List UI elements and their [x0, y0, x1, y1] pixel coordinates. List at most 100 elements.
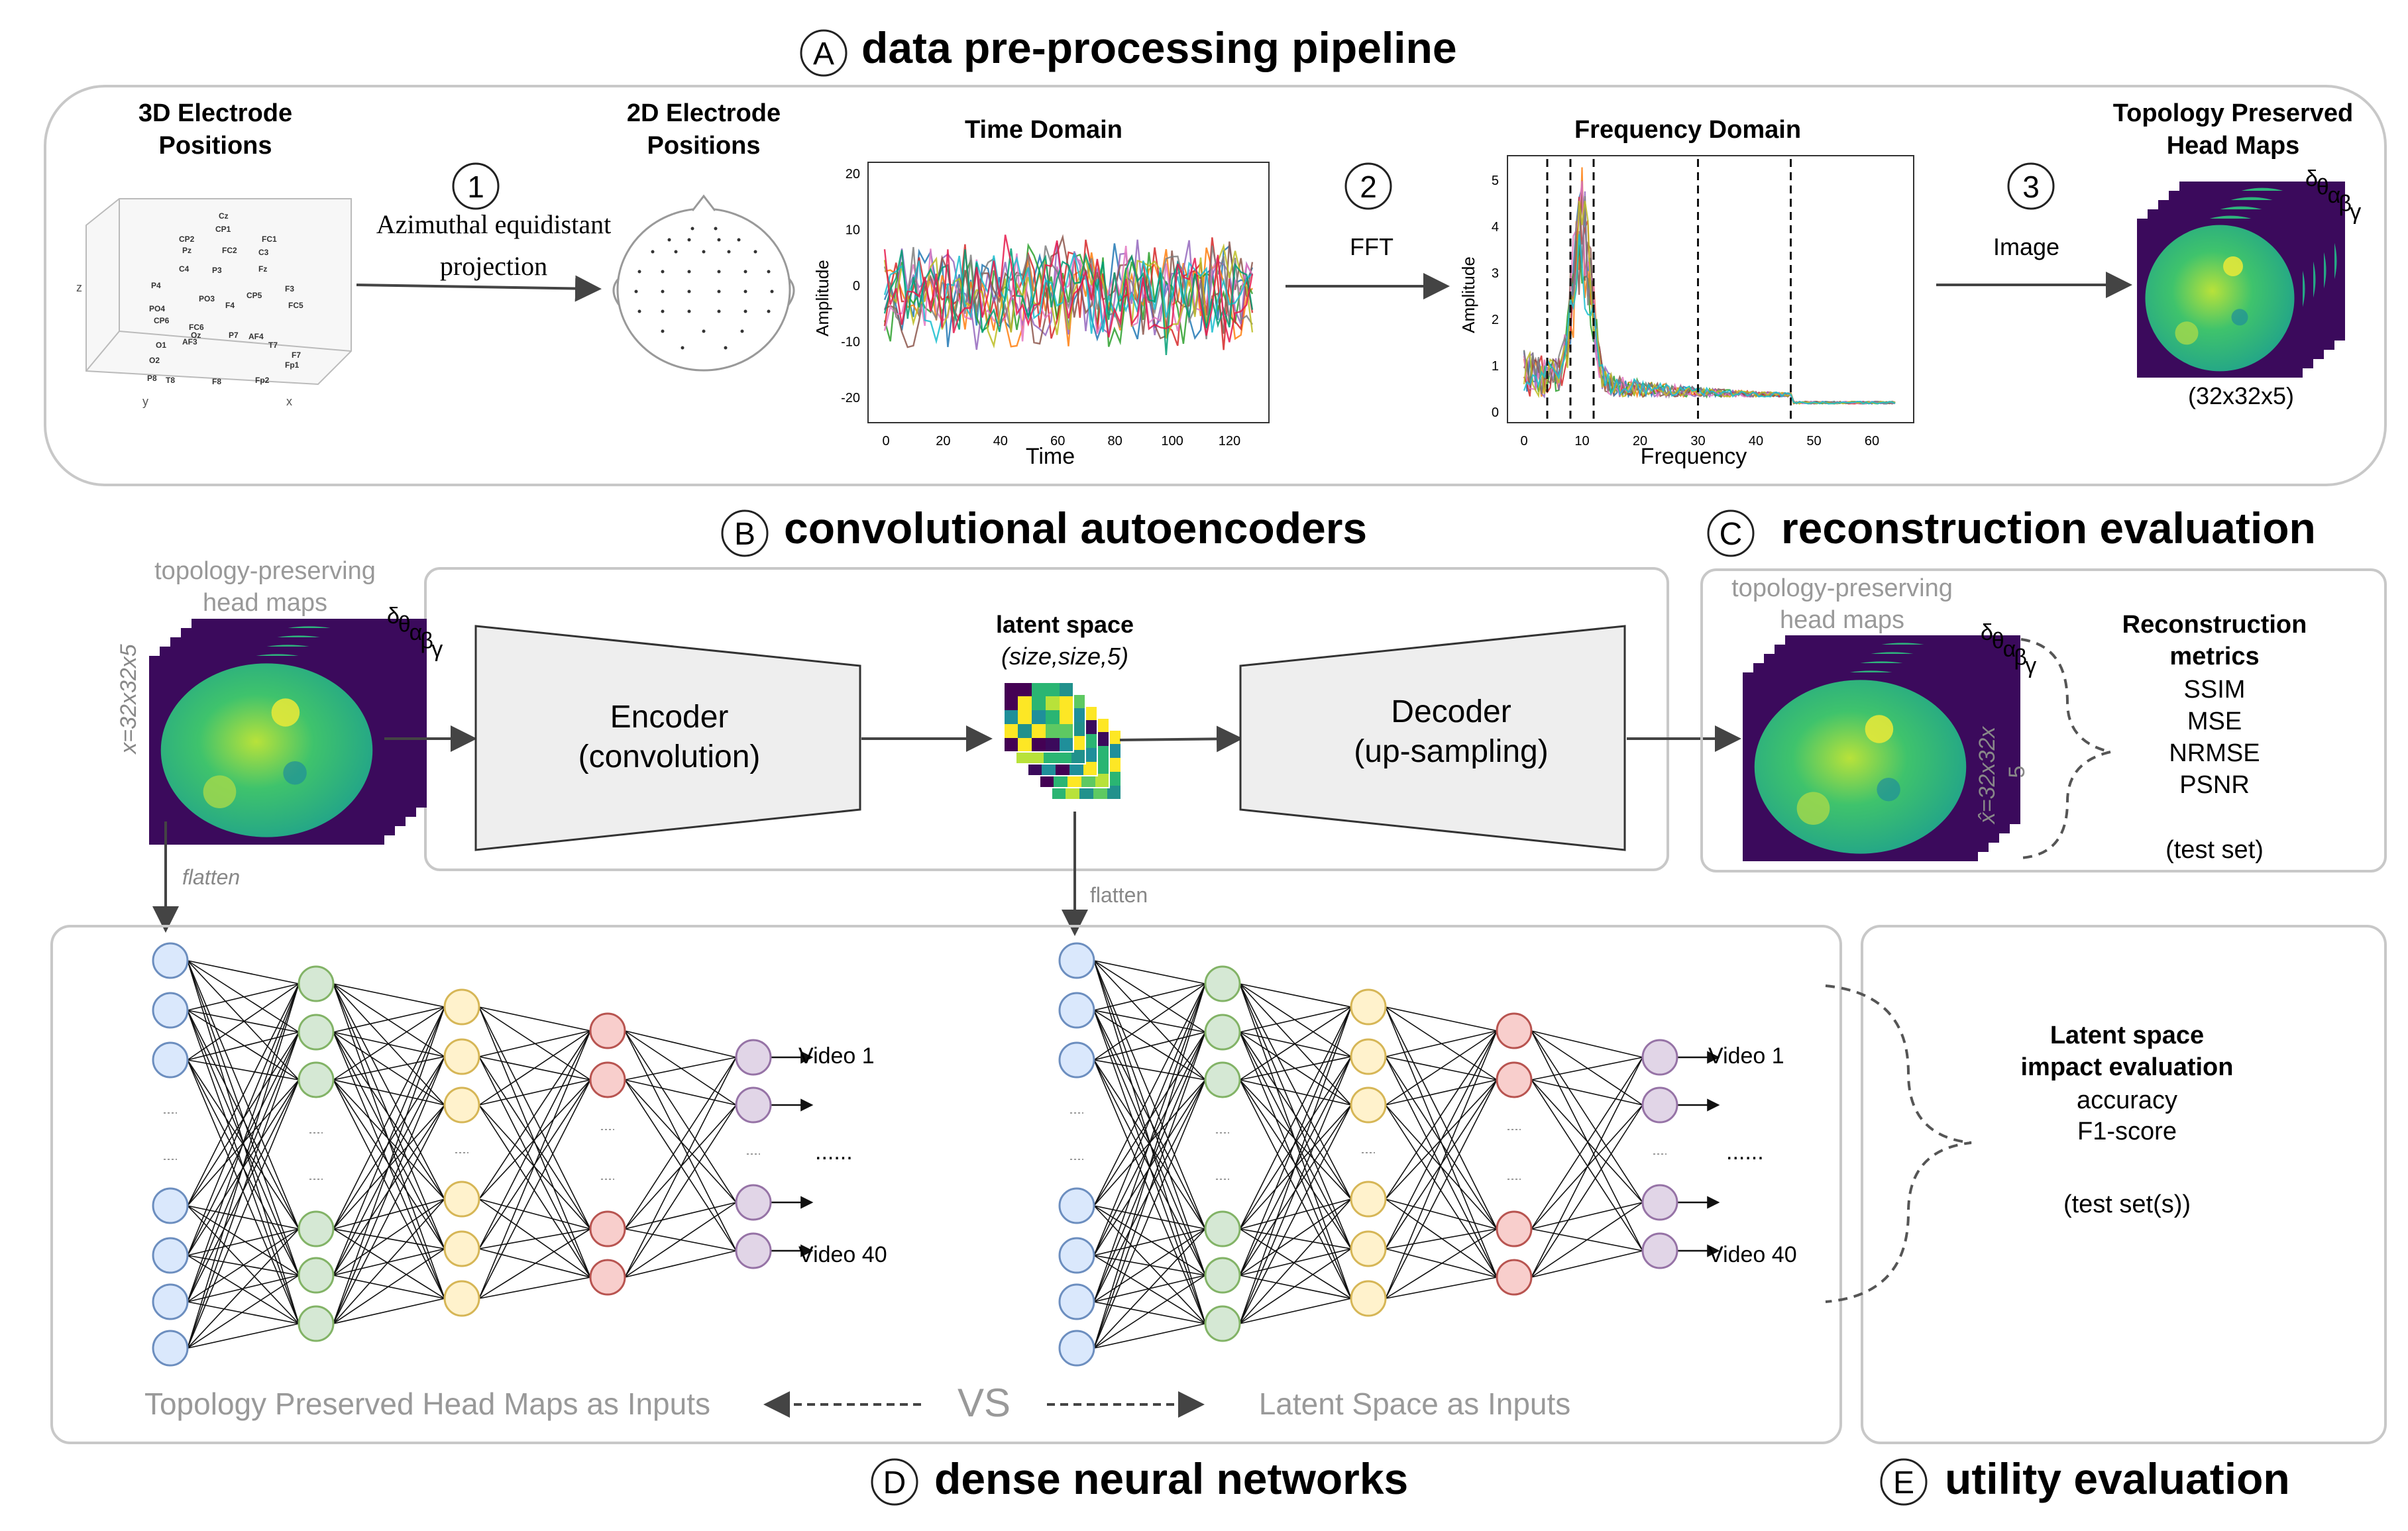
dense-connection	[624, 1079, 737, 1203]
dense-neuron	[1496, 1259, 1533, 1296]
dense-neuron	[1204, 1061, 1241, 1098]
recon-metric-mse: MSE	[2187, 708, 2242, 735]
dense-connection	[1093, 1079, 1206, 1349]
dense-connection	[333, 1006, 445, 1230]
dense-connection	[1093, 983, 1206, 1302]
electrode-2d-dot	[770, 290, 774, 293]
dense-connection	[333, 1104, 445, 1324]
dense-connection	[187, 1228, 300, 1256]
electrode-3d-label: Pz	[182, 246, 192, 255]
electrode-3d-label: O2	[149, 356, 160, 365]
dense-connection	[333, 1079, 445, 1106]
dense-connection	[1531, 1030, 1643, 1203]
electrode-2d-dot	[661, 309, 665, 313]
dense-connection	[187, 1323, 300, 1349]
flatten-label-left: flatten	[182, 865, 240, 889]
dense-neuron	[1204, 1257, 1241, 1294]
step-1: 1 Azimuthal equidistant projection	[356, 162, 611, 302]
encoder-label-1: Encoder	[610, 700, 729, 735]
freq-domain-series	[1523, 159, 1896, 421]
dense-network-left	[152, 942, 814, 1367]
dense-connection	[1239, 1056, 1352, 1081]
electrode-2d-dot	[661, 270, 665, 274]
electrode-3d-label: F7	[292, 350, 301, 360]
dense-connection	[478, 1079, 591, 1106]
band-symbol: θ	[398, 611, 411, 637]
electrode-3d-label: C4	[179, 264, 190, 274]
recon-metric-ssim: SSIM	[2184, 676, 2246, 704]
utility-title-1: Latent space	[2050, 1022, 2204, 1049]
dense-connection	[187, 1301, 300, 1324]
dense-neuron	[735, 1086, 772, 1124]
dense-connection	[1093, 1228, 1206, 1256]
dense-connection	[187, 983, 300, 1206]
dense-neuron	[298, 1257, 335, 1294]
dense-connection	[1531, 1057, 1643, 1230]
dense-connection	[1239, 1056, 1352, 1230]
dense-connection	[1531, 1202, 1643, 1230]
utility-title-2: impact evaluation	[2021, 1053, 2234, 1081]
dense-connection	[1385, 1030, 1498, 1200]
time-domain-xtick: 60	[1050, 434, 1065, 449]
headmaps-size: (32x32x5)	[2188, 382, 2294, 409]
freq-domain-xtick: 10	[1574, 434, 1589, 449]
head-ear-left	[612, 277, 620, 305]
electrode-3d-label: Cz	[219, 211, 229, 221]
dense-neuron	[443, 988, 480, 1026]
electrode-2d-dot	[717, 309, 721, 313]
dense-neuron	[152, 992, 189, 1029]
electrode-3d-label: Fp1	[285, 360, 300, 370]
dense-connection	[478, 1030, 591, 1057]
dense-connection	[1385, 1228, 1498, 1299]
dense-connection	[1093, 1275, 1206, 1349]
dense-neuron	[589, 1061, 626, 1098]
dense-connection	[1093, 960, 1206, 984]
electrode-2d-dot	[690, 227, 694, 231]
dense-neuron	[1496, 1061, 1533, 1098]
electrodes-2d-title-1: 2D Electrode	[627, 99, 781, 127]
dense-connection	[1239, 1248, 1352, 1324]
electrode-2d-dot	[743, 270, 747, 274]
section-b-header: B convolutional autoencoders	[721, 503, 1367, 557]
dense-connection	[187, 1255, 300, 1324]
dense-connection	[333, 1298, 445, 1324]
dense-neuron	[152, 1237, 189, 1274]
dense-connection	[478, 1198, 591, 1230]
dense-neuron	[735, 1184, 772, 1221]
dense-neuron	[1496, 1210, 1533, 1247]
dense-neuron	[152, 1283, 189, 1320]
dense-connection	[1385, 1277, 1498, 1299]
dense-connection	[187, 1079, 300, 1349]
dense-connection	[1239, 983, 1352, 1200]
electrode-2d-dot	[702, 329, 706, 333]
dense-neuron	[1058, 942, 1095, 979]
left-out-last: Video 40	[798, 1242, 887, 1267]
dense-connection	[187, 983, 300, 1061]
dense-connection	[187, 960, 300, 1276]
dense-connection	[1093, 1255, 1206, 1324]
dense-neuron	[735, 1232, 772, 1269]
electrode-2d-dot	[687, 238, 691, 242]
section-b-title: convolutional autoencoders	[784, 503, 1367, 553]
decoder-label-1: Decoder	[1391, 694, 1511, 729]
dense-connection	[478, 1030, 591, 1200]
recon-metric-nrmse: NRMSE	[2169, 739, 2260, 767]
left-out-first: Video 1	[798, 1043, 875, 1069]
left-caption: Topology Preserved Head Maps as Inputs	[144, 1387, 710, 1421]
dense-neuron	[443, 1280, 480, 1317]
step-2-number: 2	[1360, 170, 1377, 204]
electrode-3d-label: Fz	[258, 264, 267, 274]
recon-note: (test set)	[2165, 836, 2264, 864]
freq-domain-xtick: 20	[1633, 434, 1647, 449]
recon-dim-1: x̂=32x32x	[1975, 726, 2000, 825]
section-e-panel	[1861, 925, 2387, 1444]
head-ear-right	[787, 277, 795, 305]
freq-domain-xtick: 40	[1749, 434, 1763, 449]
dense-connection	[1385, 1006, 1498, 1230]
dense-connection	[1093, 960, 1206, 1081]
electrode-3d-label: Fp2	[255, 376, 270, 385]
